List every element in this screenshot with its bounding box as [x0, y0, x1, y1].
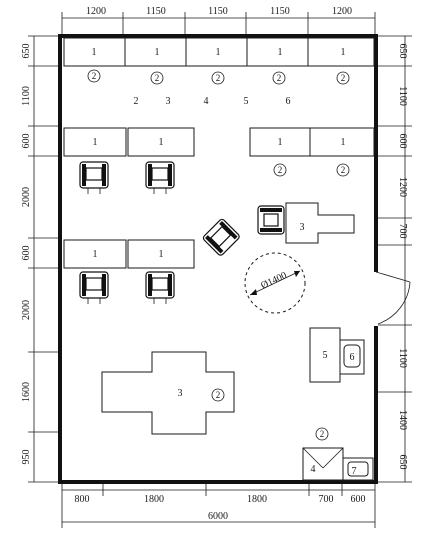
access-marker-label: 2	[92, 71, 97, 81]
access-marker-label: 2	[341, 73, 346, 83]
access-marker-label: 2	[216, 73, 221, 83]
area-number-6: 6	[286, 96, 291, 107]
left-dim-4: 2000	[21, 187, 32, 207]
bottom-dim-3: 1800	[247, 494, 267, 505]
workbench-label: 1	[216, 47, 221, 58]
workbench-label: 1	[155, 47, 160, 58]
top-dim-2: 1150	[146, 6, 166, 17]
turning-diameter-label: Ø1400	[259, 270, 288, 291]
access-marker-label: 2	[320, 429, 325, 439]
workbench-label: 1	[278, 47, 283, 58]
workbench-label: 1	[159, 249, 164, 260]
workbench-label: 1	[93, 137, 98, 148]
walls	[58, 34, 378, 484]
wheelchair-icon	[145, 271, 175, 304]
sink-6: 6	[339, 339, 365, 375]
left-dim-2: 1100	[21, 86, 32, 106]
second-row-left-workbenches: 1 1	[63, 127, 195, 157]
table-3-lower: 3 2	[101, 351, 235, 435]
left-dim-7: 1600	[21, 382, 32, 402]
top-workbench-row: 1 1 1 1 1	[63, 37, 375, 67]
left-dim-3: 600	[21, 134, 32, 149]
sink-7: 7	[342, 457, 374, 481]
access-marker-label: 2	[155, 73, 160, 83]
access-markers-top: 2 2 2 2 2	[87, 69, 350, 85]
wheelchair-icon	[257, 205, 285, 235]
right-dim-2: 1100	[397, 86, 408, 106]
area-number-3: 3	[166, 96, 171, 107]
right-dim-1: 650	[397, 44, 408, 59]
workbench-label: 1	[92, 47, 97, 58]
area-number-4: 4	[204, 96, 209, 107]
workbench-label: 1	[278, 137, 283, 148]
right-dim-7: 1400	[397, 410, 408, 430]
table-3-label: 3	[178, 388, 183, 399]
wheelchair-icon	[145, 161, 175, 194]
cabinet-5-label: 5	[323, 350, 328, 361]
bottom-dim-4: 700	[319, 494, 334, 505]
workbench-label: 1	[159, 137, 164, 148]
top-dim-4: 1150	[270, 6, 290, 17]
third-row-left-workbenches: 1 1	[63, 239, 195, 269]
access-marker-label: 2	[277, 73, 282, 83]
sink-6-label: 6	[350, 352, 355, 363]
top-dim-1: 1200	[86, 6, 106, 17]
bottom-dim-1: 800	[75, 494, 90, 505]
right-dim-6: 1100	[397, 348, 408, 368]
table-3-upper: 3	[285, 202, 355, 244]
area-numbers: 2 3 4 5 6	[134, 96, 291, 107]
left-dim-6: 2000	[21, 300, 32, 320]
top-dimension-line: 1200 1150 1150 1150 1200	[61, 6, 376, 34]
workbench-label: 1	[341, 47, 346, 58]
wheelchair-icon	[79, 271, 109, 304]
bottom-dim-5: 600	[351, 494, 366, 505]
wheelchair-icon	[202, 218, 240, 256]
sink-7-label: 7	[352, 466, 357, 477]
bottom-dim-2: 1800	[144, 494, 164, 505]
left-dim-1: 650	[21, 44, 32, 59]
access-marker-label: 2	[216, 390, 221, 400]
top-dim-3: 1150	[208, 6, 228, 17]
access-marker-label: 2	[341, 165, 346, 175]
door	[375, 271, 411, 325]
left-dim-5: 600	[21, 246, 32, 261]
second-row-right-workbenches: 1 1 2 2	[249, 127, 375, 177]
cabinet-4-label: 4	[311, 464, 316, 475]
area-number-5: 5	[244, 96, 249, 107]
workbench-label: 1	[341, 137, 346, 148]
total-width-dim: 6000	[208, 511, 228, 522]
wheelchair-icon	[79, 161, 109, 194]
left-dimension-line: 650 1100 600 2000 600 2000 1600 950	[21, 35, 60, 483]
right-dim-5: 700	[397, 224, 408, 239]
access-marker	[315, 427, 329, 441]
right-dim-4: 1200	[397, 177, 408, 197]
top-dim-5: 1200	[332, 6, 352, 17]
table-3-label: 3	[300, 222, 305, 233]
left-dim-8: 950	[21, 450, 32, 465]
access-marker-label: 2	[278, 165, 283, 175]
cabinet-5: 5	[309, 327, 341, 383]
right-dimension-line: 650 1100 600 1200 700 1100 1400 650	[378, 35, 412, 483]
area-number-2: 2	[134, 96, 139, 107]
cabinet-4: 4	[302, 447, 344, 481]
workbench-label: 1	[93, 249, 98, 260]
turning-circle: Ø1400	[244, 252, 306, 314]
right-dim-3: 600	[397, 134, 408, 149]
bottom-dimension-line: 800 1800 1800 700 600 6000	[61, 484, 376, 528]
right-dim-8: 650	[397, 455, 408, 470]
